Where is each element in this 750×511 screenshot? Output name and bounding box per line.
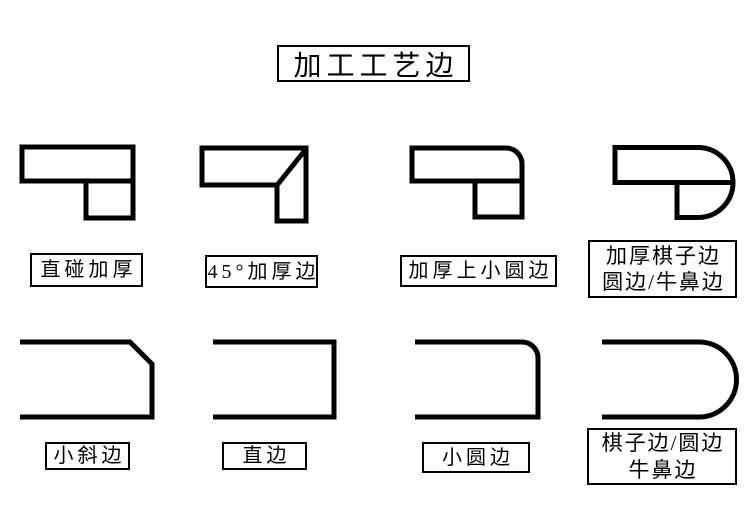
45-degree-thickened-edge-profile-icon bbox=[199, 145, 309, 224]
page-title-text: 加工工艺边 bbox=[293, 50, 459, 82]
edge-label-small-round: 小圆边 bbox=[422, 442, 530, 473]
slab-outline bbox=[213, 339, 337, 420]
slab-outline bbox=[199, 145, 309, 224]
edge-label-text-line2: 牛鼻边 bbox=[628, 457, 698, 482]
page-title: 加工工艺边 bbox=[277, 45, 470, 82]
edge-label-text: 小斜边 bbox=[53, 445, 126, 467]
edge-label-thickened-top-small-round: 加厚上小圆边 bbox=[400, 255, 557, 287]
small-round-edge-profile-icon bbox=[415, 339, 541, 420]
edge-label-thickened-pawn-round-bullnose: 加厚棋子边 圆边/牛鼻边 bbox=[588, 240, 737, 298]
slab-outline bbox=[19, 144, 136, 184]
edge-label-text-line1: 加厚棋子边 bbox=[606, 243, 721, 268]
edge-label-straight-butt-thickened: 直碰加厚 bbox=[30, 253, 143, 287]
slab-outline bbox=[20, 339, 155, 420]
pawn-round-bullnose-edge-profile-icon bbox=[602, 339, 739, 420]
edge-label-small-bevel: 小斜边 bbox=[45, 442, 130, 470]
edge-label-text: 直边 bbox=[242, 445, 291, 467]
straight-edge-profile-icon bbox=[213, 339, 337, 420]
slab-outline bbox=[602, 339, 739, 420]
edge-label-text: 加厚上小圆边 bbox=[408, 260, 553, 282]
thickened-top-small-round-edge-profile-icon bbox=[409, 145, 525, 220]
miter-joint-line bbox=[276, 147, 308, 186]
edge-label-text-line1: 棋子边/圆边 bbox=[601, 431, 725, 456]
slab-outline bbox=[415, 339, 541, 420]
edge-label-text-line2: 圆边/牛鼻边 bbox=[602, 270, 725, 294]
edge-label-text: 小圆边 bbox=[442, 446, 514, 469]
small-bevel-edge-profile-icon bbox=[20, 339, 155, 420]
thickening-strip-outline bbox=[472, 178, 525, 220]
edge-label-text: 直碰加厚 bbox=[40, 259, 137, 281]
edge-label-45-degree-thickened: 45°加厚边 bbox=[205, 255, 318, 288]
thickening-strip-outline bbox=[83, 178, 136, 221]
straight-butt-thickened-profile-icon bbox=[19, 144, 136, 221]
edge-label-straight: 直边 bbox=[222, 442, 307, 470]
slab-outline bbox=[409, 145, 525, 184]
edge-label-text: 45°加厚边 bbox=[207, 260, 320, 283]
thickened-pawn-round-bullnose-edge-profile-icon bbox=[612, 145, 736, 220]
edge-label-pawn-round-bullnose: 棋子边/圆边 牛鼻边 bbox=[587, 428, 737, 485]
